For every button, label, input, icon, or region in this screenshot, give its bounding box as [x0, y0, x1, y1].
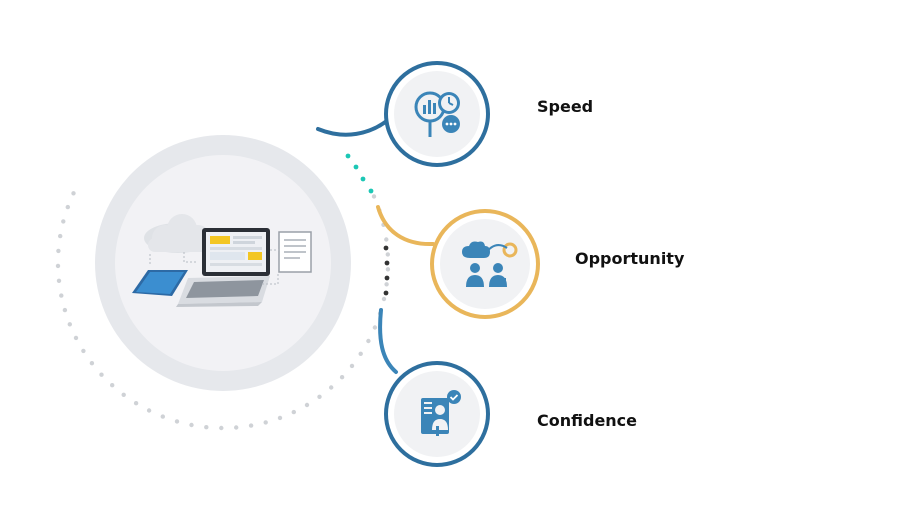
outer-dot	[62, 307, 68, 313]
teal-dot	[353, 164, 359, 170]
dark-dotted-connector	[383, 245, 390, 296]
connector-speed	[316, 118, 390, 137]
dark-dot	[384, 275, 390, 281]
outer-dot	[174, 419, 180, 424]
outer-dot	[384, 282, 389, 287]
outer-dot	[371, 194, 377, 199]
outer-dot	[358, 351, 363, 356]
outer-dot	[204, 425, 209, 430]
outer-dot	[99, 372, 104, 377]
outer-dot	[329, 385, 334, 390]
cloud-devices-icon	[132, 214, 312, 307]
outer-dot	[67, 322, 73, 327]
outer-dot	[277, 415, 283, 421]
outer-dot	[219, 425, 224, 431]
outer-dot	[55, 263, 61, 269]
outer-dot	[56, 278, 62, 283]
outer-dot	[146, 408, 152, 413]
dark-dot	[383, 245, 389, 251]
outer-dot	[58, 233, 63, 239]
outer-dot	[317, 394, 322, 399]
outer-dot	[61, 219, 66, 224]
outer-dot	[189, 422, 194, 428]
confidence-node	[384, 361, 490, 467]
outer-dot	[385, 267, 391, 272]
outer-dot	[65, 204, 71, 210]
outer-dot	[133, 401, 139, 406]
teal-dotted-connector	[345, 153, 374, 194]
outer-dot	[56, 248, 61, 254]
outer-dot	[381, 296, 387, 302]
outer-dot	[234, 425, 239, 430]
teal-dot	[368, 188, 374, 194]
outer-dot	[384, 237, 389, 242]
outer-dot	[81, 348, 86, 354]
outer-dot	[385, 252, 390, 257]
outer-dot	[349, 363, 355, 369]
outer-dot	[71, 191, 76, 196]
smartphone-icon	[132, 270, 188, 296]
outer-dot	[263, 420, 268, 425]
teal-dot	[360, 176, 366, 182]
outer-dot	[89, 361, 95, 366]
speed-node	[384, 61, 490, 167]
outer-dot	[248, 423, 254, 428]
outer-dot	[291, 409, 296, 415]
document-icon	[278, 231, 312, 273]
outer-dot	[110, 383, 115, 388]
verified-person-icon	[421, 390, 461, 436]
connector-opportunity	[376, 205, 435, 247]
confidence-label: Confidence	[537, 411, 638, 430]
outer-dot	[160, 414, 165, 419]
outer-dot	[73, 335, 79, 341]
outer-dot	[59, 293, 64, 298]
outer-dot	[339, 375, 345, 380]
dark-dot	[383, 290, 389, 296]
outer-dot	[372, 325, 378, 330]
opportunity-node	[430, 209, 540, 319]
analytics-speed-icon	[414, 91, 460, 137]
laptop-icon	[176, 228, 270, 307]
outer-dot	[304, 402, 310, 408]
opportunity-label: Opportunity	[575, 249, 685, 268]
outer-dot	[121, 392, 126, 397]
connector-confidence	[378, 308, 398, 374]
growth-opportunity-icon	[462, 241, 518, 287]
teal-dot	[345, 153, 351, 159]
speed-label: Speed	[537, 97, 594, 116]
outer-dot	[366, 338, 371, 344]
dark-dot	[384, 260, 390, 266]
